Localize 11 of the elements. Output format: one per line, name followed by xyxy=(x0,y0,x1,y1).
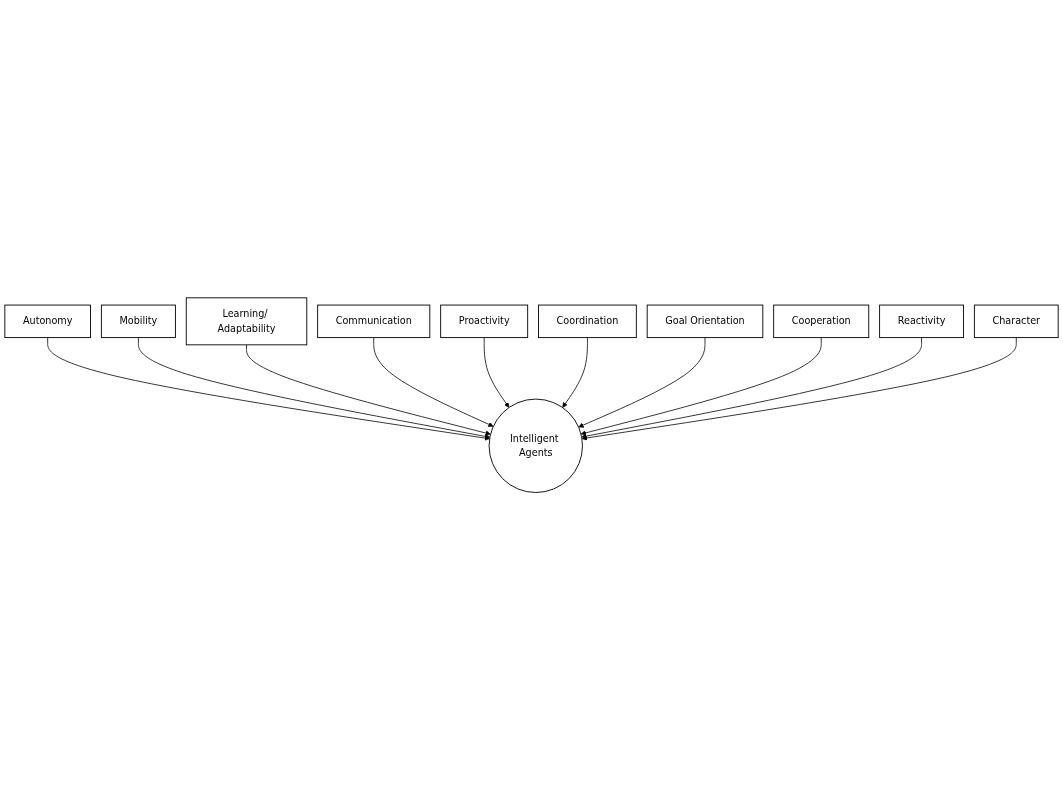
node-box: Goal Orientation xyxy=(646,304,764,338)
node-box: Cooperation xyxy=(773,304,870,338)
node-box: Mobility xyxy=(100,304,176,338)
node-box: Autonomy xyxy=(4,304,91,338)
node-box: Proactivity xyxy=(440,304,529,338)
node-box: Communication xyxy=(317,304,431,338)
node-box: Coordination xyxy=(538,304,637,338)
node-circle: Intelligent Agents xyxy=(488,398,583,493)
node-box: Reactivity xyxy=(879,304,964,338)
node-box: Learning/ Adaptability xyxy=(185,297,308,346)
node-box: Character xyxy=(973,304,1059,338)
